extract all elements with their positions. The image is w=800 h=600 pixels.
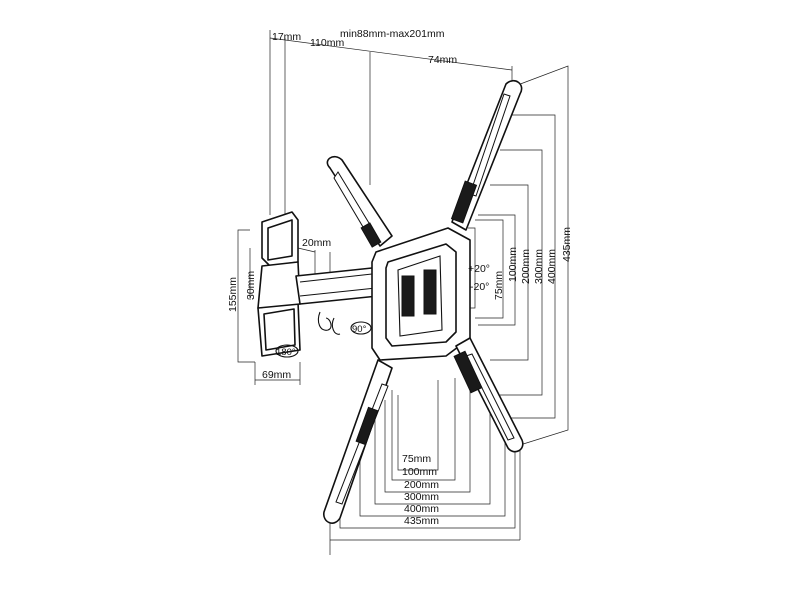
vesa-horizontal-label: 100mm <box>402 466 437 478</box>
top-labels: 17mm 110mm min88mm-max201mm 74mm <box>272 28 457 66</box>
vesa-horizontal-label: 300mm <box>404 491 439 503</box>
tilt-labels: +20° -20° <box>468 263 490 293</box>
tv-bracket <box>323 79 524 524</box>
swing-arm <box>295 267 381 335</box>
vesa-horizontal-label: 75mm <box>402 453 431 465</box>
top-arm-length-label: 110mm <box>310 37 344 49</box>
vesa-horizontal-label: 400mm <box>404 503 439 515</box>
rotation-180: 180° <box>275 344 299 358</box>
wall-plate-total-label: 155mm <box>227 277 239 312</box>
vesa-horizontal-label: 435mm <box>404 515 439 527</box>
rotation-90: 90° <box>350 321 372 335</box>
wall-plate-gap-label: 20mm <box>302 237 331 249</box>
wall-plate-labels: 20mm 30mm 155mm 69mm <box>227 237 331 381</box>
dimension-lines <box>237 30 569 555</box>
vesa-horizontal-labels: 75mm 100mm 200mm 300mm 400mm 435mm <box>402 453 439 527</box>
wall-plate-depth-label: 69mm <box>262 369 291 381</box>
rotation-180-label: 180° <box>276 347 296 358</box>
vesa-vertical-label: 75mm <box>493 271 505 300</box>
vesa-vertical-label: 400mm <box>546 249 558 284</box>
top-extension-label: min88mm-max201mm <box>340 28 445 40</box>
vesa-vertical-label: 300mm <box>533 249 545 284</box>
top-offset-label: 17mm <box>272 31 301 43</box>
vesa-vertical-label: 200mm <box>520 249 532 284</box>
vesa-vertical-labels: 75mm 100mm 200mm 300mm 400mm 435mm <box>493 227 573 300</box>
wall-plate-height-label: 30mm <box>245 271 257 300</box>
rotation-90-label: 90° <box>352 324 367 335</box>
vesa-vertical-label: 100mm <box>507 247 519 282</box>
tilt-down-label: -20° <box>470 281 489 293</box>
tilt-up-label: +20° <box>468 263 490 275</box>
vesa-vertical-label: 435mm <box>561 227 573 262</box>
top-side-label: 74mm <box>428 54 457 66</box>
vesa-horizontal-label: 200mm <box>404 479 439 491</box>
wall-plate <box>257 211 301 357</box>
